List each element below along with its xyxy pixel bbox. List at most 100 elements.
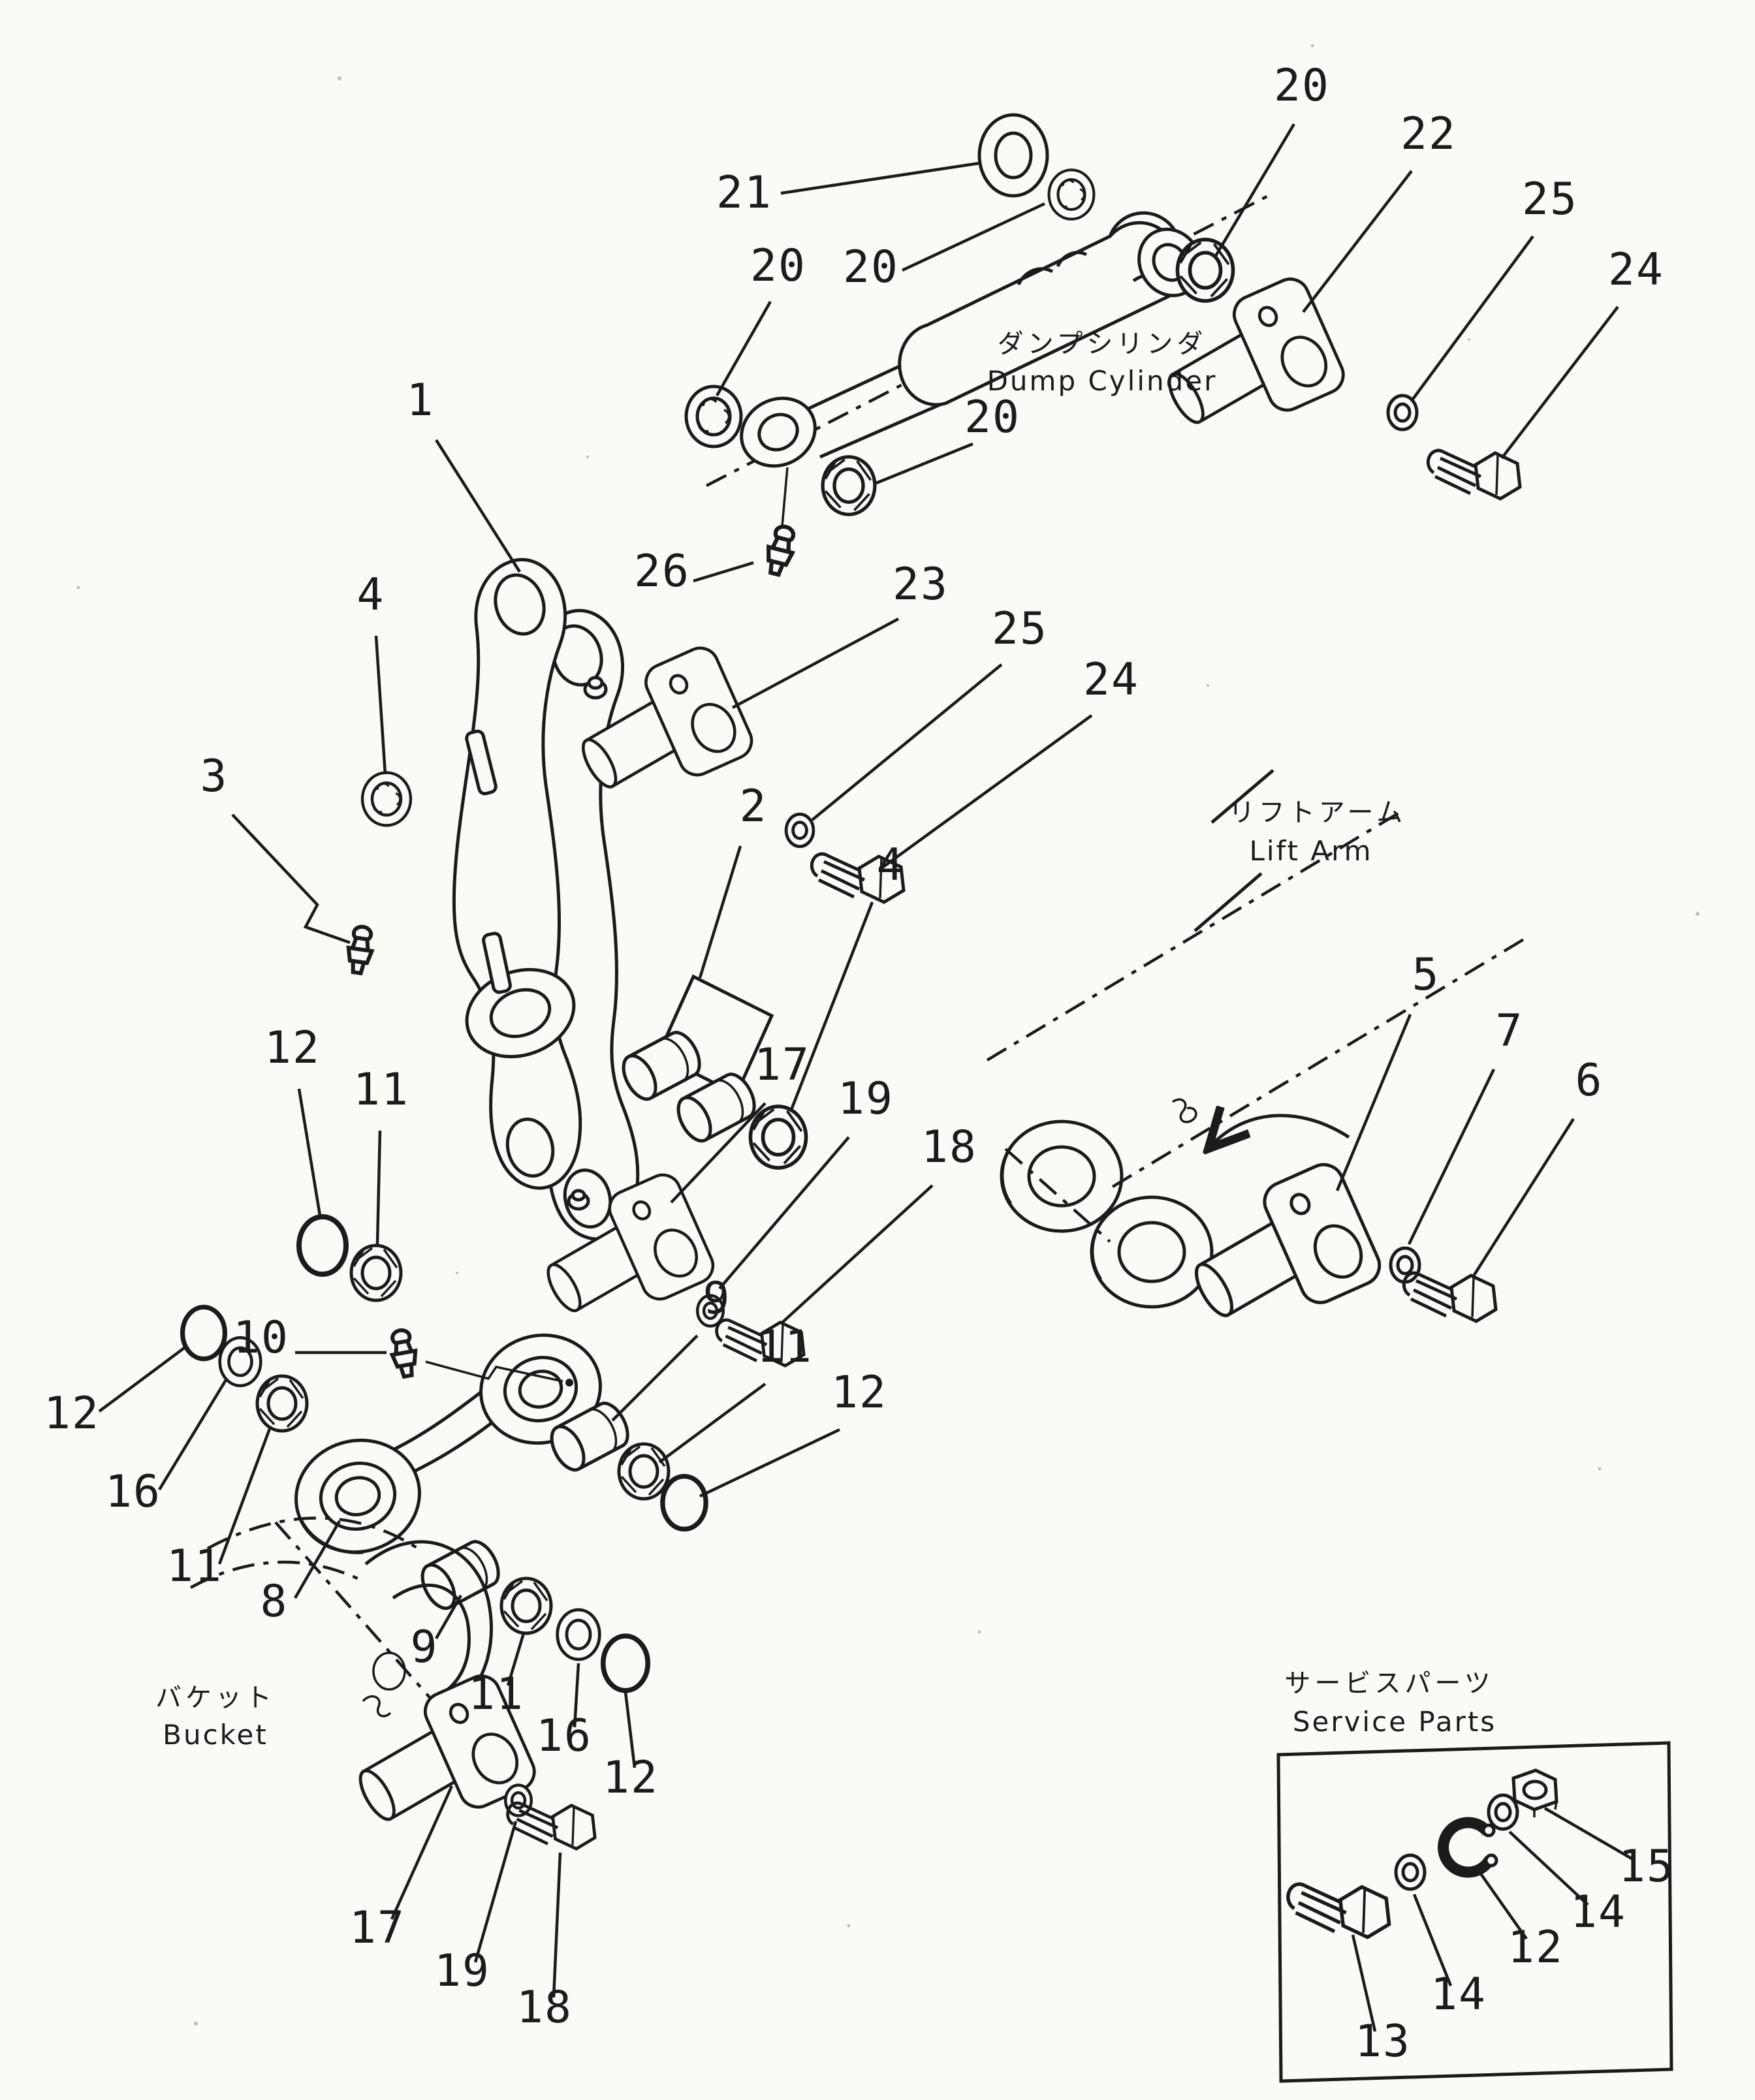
collar-20: [1049, 170, 1094, 219]
service-parts-box: [1276, 1741, 1673, 2083]
callout-number: 20: [964, 392, 1020, 443]
callout-number: 17: [754, 1039, 810, 1091]
leader-line: [1500, 306, 1619, 460]
bucket-link-arm: [454, 559, 637, 1239]
leader-line: [390, 1785, 454, 1920]
leader-line: [473, 1821, 518, 1963]
callout-number: 21: [716, 167, 772, 219]
callout-number: 25: [992, 603, 1048, 655]
callout-number: 26: [634, 546, 690, 597]
leader-line: [435, 439, 521, 573]
nut-20: [1177, 240, 1233, 301]
bearing-11-lowerleft: [257, 1376, 307, 1431]
leader-line: [780, 161, 980, 195]
leader-line: [718, 1136, 850, 1290]
leader-line: [876, 442, 973, 485]
leader-line: [1410, 235, 1534, 402]
washer-25-mid: [786, 814, 814, 846]
leader-line: [552, 1852, 562, 1998]
leader-line: [1476, 1867, 1528, 1940]
callout-number: 1: [407, 375, 435, 426]
leader-line: [506, 1633, 526, 1686]
leader-line: [573, 1663, 580, 1728]
bearing-11-right: [619, 1444, 669, 1499]
nut-20-lower: [823, 457, 875, 514]
leader-line: [1508, 1830, 1589, 1906]
callout-number: 20: [750, 240, 806, 292]
snap-ring-12: [1438, 1817, 1498, 1878]
leader-line: [789, 901, 874, 1110]
callout-number: 22: [1400, 108, 1457, 160]
leader-line: [658, 1383, 767, 1464]
callout-number: 11: [757, 1321, 813, 1373]
leader-line: [781, 1184, 934, 1324]
leader-line: [1351, 1934, 1377, 2032]
washer-4-left: [362, 773, 411, 826]
callout-number: 11: [468, 1669, 524, 1720]
callout-number: 8: [261, 1576, 289, 1627]
service-parts-label-jp: サービスパーツ: [1284, 1669, 1494, 1699]
leader-line: [716, 300, 772, 397]
oring-12-left: [299, 1217, 346, 1274]
callout-number: 11: [353, 1064, 409, 1116]
callout-number: 12: [1508, 1922, 1564, 1973]
callout-number: 12: [44, 1388, 100, 1439]
bucket-label-en: Bucket: [163, 1719, 268, 1751]
callout-number: 16: [105, 1466, 161, 1518]
washer-21: [977, 113, 1049, 198]
callout-number: 9: [411, 1622, 439, 1673]
bucket-label-jp: バケット: [155, 1683, 276, 1713]
bolt-13: [1288, 1884, 1389, 1937]
callout-number: 20: [1274, 60, 1330, 112]
bolt-24-top: [1428, 450, 1520, 499]
dump-cylinder-label-jp: ダンプシリンダ: [998, 329, 1207, 359]
leader-line: [1302, 170, 1413, 313]
lift-arm-label-en: Lift Arm: [1249, 835, 1372, 867]
leader-line: [1335, 1014, 1412, 1191]
leader-line: [297, 1088, 322, 1216]
callout-number: 23: [893, 559, 949, 610]
washer-14-right: [1489, 1795, 1517, 1829]
leader-line: [611, 1334, 699, 1422]
callout-number: 14: [1570, 1887, 1626, 1938]
callout-number: 25: [1522, 174, 1578, 225]
service-parts-label-en: Service Parts: [1293, 1706, 1496, 1738]
washer-14-left: [1396, 1855, 1425, 1889]
dump-cylinder-label-en: Dump Cylinder: [987, 365, 1218, 397]
lift-arm-label-jp: リフトアーム: [1229, 798, 1406, 828]
callout-number: 13: [1355, 2016, 1411, 2067]
oring-12-lowerleft: [183, 1307, 225, 1358]
bushing-set-2: [617, 974, 774, 1146]
leader-line: [374, 635, 387, 775]
callout-number: 9: [703, 1273, 731, 1324]
leader-line: [902, 202, 1045, 272]
callout-number: 24: [1083, 654, 1139, 706]
leader-line: [624, 1691, 637, 1768]
callout-number: 19: [838, 1073, 894, 1125]
callout-number: 15: [1619, 1841, 1675, 1892]
callout-number: 10: [233, 1312, 289, 1364]
grease-fitting-26: [763, 524, 798, 577]
bearing-11-left: [351, 1246, 401, 1300]
region-labels: ダンプシリンダ Dump Cylinder リフトアーム Lift Arm バケット Bu…: [155, 329, 1496, 1751]
leader-line: [698, 845, 742, 979]
callout-number: 24: [1608, 244, 1664, 296]
leader-line: [231, 813, 351, 945]
leader-line: [670, 1102, 767, 1204]
callout-number: 4: [877, 839, 905, 891]
leader-line: [98, 1345, 188, 1413]
bolt-18-lower: [508, 1803, 595, 1849]
callout-number: 6: [1575, 1055, 1604, 1106]
nut-20-left: [686, 386, 741, 447]
leader-line: [731, 618, 900, 709]
leader-line: [1412, 1894, 1453, 1986]
bucket-outline: [189, 1516, 493, 1730]
callout-number: 7: [1496, 1005, 1524, 1057]
callout-number: 11: [166, 1541, 223, 1592]
leader-line: [1543, 1807, 1636, 1862]
grease-fitting-3: [345, 925, 375, 974]
callout-number: 16: [536, 1710, 592, 1762]
